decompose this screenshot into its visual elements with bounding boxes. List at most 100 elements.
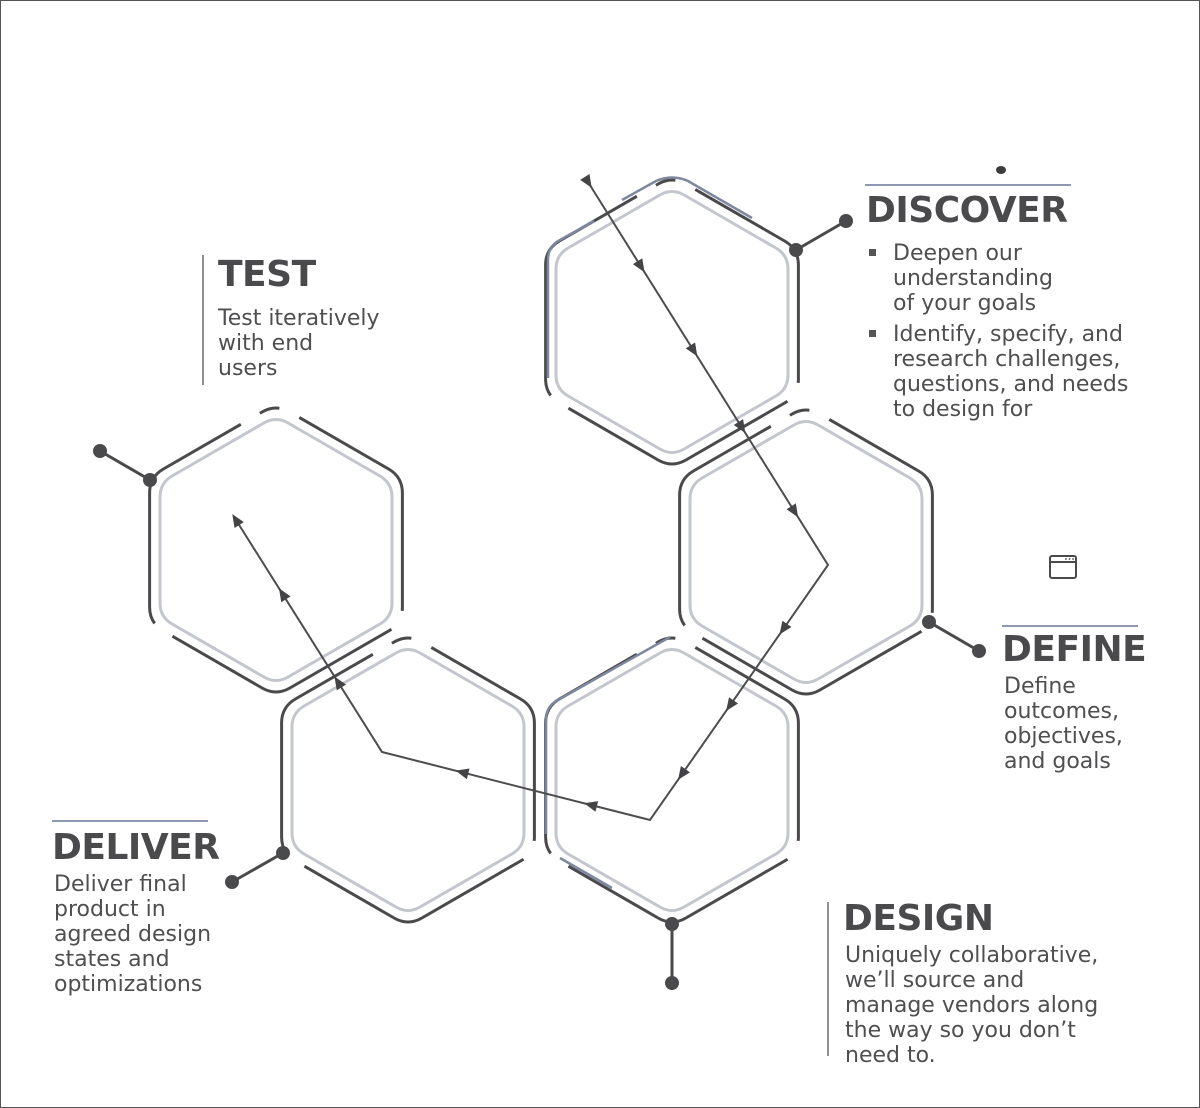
deliver-line: states and	[54, 947, 170, 972]
hexagon-cluster	[148, 176, 934, 924]
discover-hexagon-outer	[544, 178, 800, 466]
define-title: DEFINE	[1002, 629, 1147, 670]
flow-arrowhead	[726, 697, 739, 712]
flow-arrowhead	[232, 514, 244, 529]
design-description: Uniquely collaborative, we’ll source and…	[845, 943, 1098, 1068]
design-hexagon	[544, 636, 800, 924]
discover-bullet-line: Deepen our	[893, 241, 1022, 266]
deliver-hexagon-outer	[280, 636, 536, 924]
flow-arrowhead	[278, 588, 291, 603]
discover-bullet: Identify, specify, and research challeng…	[866, 322, 1128, 422]
design-connector	[665, 917, 679, 990]
test-line: Test iteratively	[218, 306, 380, 331]
define-description: Define outcomes, objectives, and goals	[1004, 674, 1123, 774]
deliver-hexagon-inner	[290, 648, 526, 912]
discover-bullet: Deepen our understanding of your goals	[866, 241, 1128, 316]
process-flow-path	[235, 181, 830, 822]
test-hexagon-outer	[148, 406, 404, 694]
discover-connector-dot-outer	[839, 214, 853, 228]
test-line: users	[218, 356, 278, 381]
flow-arrowhead	[786, 503, 799, 518]
discover-bullet-line: Identify, specify, and	[893, 322, 1123, 347]
flow-arrowhead	[455, 768, 470, 780]
discover-rule	[865, 184, 1071, 186]
deliver-rule	[52, 820, 208, 822]
stage-connectors	[93, 214, 986, 990]
discover-connector-dot-inner	[789, 243, 803, 257]
flow-line	[235, 181, 830, 822]
design-accent-bottom	[559, 856, 613, 890]
test-title: TEST	[218, 254, 316, 295]
design-connector-dot-outer	[665, 976, 679, 990]
discover-bullet-line: research challenges,	[893, 347, 1121, 372]
flow-arrowhead	[632, 258, 645, 273]
discover-bullets: Deepen our understanding of your goals I…	[866, 241, 1128, 422]
test-hexagon	[148, 406, 404, 694]
define-rule	[1002, 625, 1138, 627]
design-connector-dot-inner	[665, 917, 679, 931]
define-connector	[922, 615, 986, 658]
flow-arrowhead	[677, 766, 690, 780]
deliver-connector-dot-outer	[225, 875, 239, 889]
flow-arrowheads	[232, 173, 799, 812]
test-hexagon-inner	[158, 418, 394, 682]
discover-hexagon-inner	[554, 190, 790, 454]
small-dot-icon	[996, 166, 1006, 174]
design-title: DESIGN	[843, 898, 994, 939]
define-line: Define	[1004, 674, 1076, 699]
test-description: Test iteratively with end users	[218, 306, 380, 381]
discover-bullet-line: of your goals	[893, 291, 1037, 316]
define-hexagon-outer	[678, 408, 934, 696]
design-accent	[544, 635, 671, 834]
flow-arrowhead	[733, 419, 746, 434]
deliver-connector-line	[231, 851, 284, 884]
deliver-line: product in	[54, 897, 166, 922]
define-line: objectives,	[1004, 724, 1123, 749]
discover-connector-line	[795, 219, 847, 252]
define-line: and goals	[1004, 749, 1111, 774]
define-line: outcomes,	[1004, 699, 1120, 724]
design-line: need to.	[845, 1043, 936, 1068]
define-connector-dot-outer	[972, 644, 986, 658]
define-hexagon-inner	[688, 420, 924, 684]
design-line: the way so you don’t	[845, 1018, 1076, 1043]
deliver-description: Deliver final product in agreed design s…	[54, 872, 211, 997]
test-line: with end	[218, 331, 314, 356]
flow-arrowhead	[580, 173, 592, 188]
design-line: we’ll source and	[845, 968, 1025, 993]
flow-arrowhead	[334, 676, 347, 691]
deliver-line: Deliver final	[54, 872, 187, 897]
deliver-line: optimizations	[54, 972, 203, 997]
test-connector-line	[99, 449, 151, 482]
flow-arrowhead	[584, 801, 599, 812]
discover-hexagon	[544, 178, 800, 466]
define-hexagon	[678, 408, 934, 696]
flow-arrowhead	[779, 620, 792, 635]
design-hexagon-inner	[554, 648, 790, 912]
design-line: Uniquely collaborative,	[845, 943, 1099, 968]
discover-bullet-line: understanding	[893, 266, 1053, 291]
discover-connector	[789, 214, 853, 257]
discover-title: DISCOVER	[866, 190, 1068, 231]
test-connector-dot-outer	[93, 444, 107, 458]
discover-bullet-line: questions, and needs	[893, 372, 1129, 397]
design-hexagon-outer	[544, 636, 800, 924]
design-line: manage vendors along	[845, 993, 1099, 1018]
design-rule	[827, 902, 829, 1056]
deliver-connector	[225, 846, 290, 889]
deliver-hexagon	[280, 636, 536, 924]
flow-arrowhead	[685, 342, 698, 357]
test-connector-dot-inner	[143, 473, 157, 487]
discover-accent-top	[621, 176, 753, 220]
define-connector-line	[928, 620, 980, 653]
deliver-title: DELIVER	[52, 827, 220, 868]
test-connector	[93, 444, 157, 487]
browser-window-icon	[1049, 555, 1077, 579]
define-connector-dot-inner	[922, 615, 936, 629]
test-rule	[202, 255, 204, 385]
discover-bullet-line: to design for	[893, 397, 1033, 422]
discover-accent	[546, 219, 595, 378]
deliver-connector-dot-inner	[276, 846, 290, 860]
deliver-line: agreed design	[54, 922, 212, 947]
